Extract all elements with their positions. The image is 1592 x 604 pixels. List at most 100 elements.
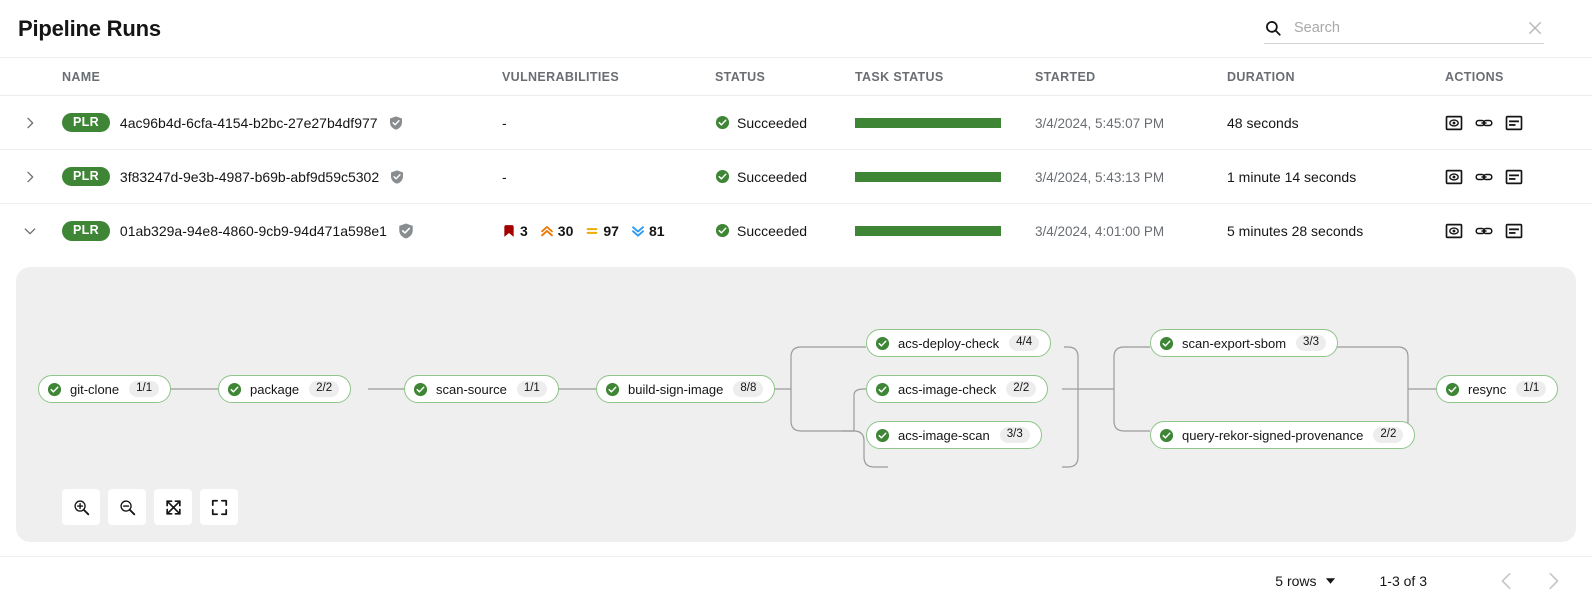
graph-node-build-sign-image[interactable]: build-sign-image 8/8	[596, 375, 776, 403]
zoom-in-button[interactable]	[62, 489, 100, 525]
run-type-badge: PLR	[62, 166, 110, 187]
row-vulnerabilities-cell: 3 30 97 81	[502, 204, 715, 258]
column-header-vulnerabilities: VULNERABILITIES	[502, 57, 715, 96]
copy-link-action[interactable]	[1475, 114, 1493, 132]
pagination-prev-button[interactable]	[1496, 570, 1518, 592]
row-actions-cell	[1445, 149, 1592, 204]
close-icon[interactable]	[1526, 19, 1544, 37]
row-actions-cell	[1445, 204, 1592, 258]
row-task-status-cell	[855, 95, 1035, 150]
graph-node-label: scan-source	[436, 381, 507, 397]
rows-per-page-select[interactable]: 5 rows	[1275, 573, 1335, 589]
graph-node-label: build-sign-image	[628, 381, 724, 397]
graph-node-count: 2/2	[1373, 427, 1404, 443]
table-row[interactable]: PLR 3f83247d-9e3b-4987-b69b-abf9d59c5302 -…	[0, 149, 1592, 204]
task-status-bar	[855, 117, 1001, 128]
chevron-down-icon[interactable]	[22, 223, 38, 239]
row-duration-cell: 5 minutes 28 seconds	[1227, 204, 1445, 258]
vulnerability-count: 3	[520, 222, 528, 239]
graph-node-query-rekor-signed-provenance[interactable]: query-rekor-signed-provenance 2/2	[1150, 421, 1416, 449]
row-status-cell: Succeeded	[715, 95, 855, 150]
column-header-status: STATUS	[715, 57, 855, 96]
view-details-action[interactable]	[1505, 114, 1523, 132]
row-duration-cell: 48 seconds	[1227, 95, 1445, 150]
pagination-range: 1-3 of 3	[1379, 572, 1427, 589]
graph-node-label: query-rekor-signed-provenance	[1182, 427, 1364, 443]
run-name-link[interactable]: 4ac96b4d-6cfa-4154-b2bc-27e27b4df977	[119, 114, 378, 131]
fit-to-screen-button[interactable]	[154, 489, 192, 525]
vulnerability-critical: 3	[502, 223, 528, 239]
chevron-right-icon[interactable]	[22, 169, 38, 185]
column-header-duration: DURATION	[1227, 57, 1445, 96]
view-logs-action[interactable]	[1445, 114, 1463, 132]
check-circle-icon	[605, 382, 620, 397]
page-header: Pipeline Runs	[0, 0, 1592, 57]
row-task-status-cell	[855, 149, 1035, 204]
row-started-cell: 3/4/2024, 4:01:00 PM	[1035, 204, 1227, 258]
graph-node-count: 4/4	[1009, 335, 1040, 351]
row-expand-cell[interactable]	[0, 149, 62, 204]
check-circle-icon	[47, 382, 62, 397]
row-vulnerabilities-cell: -	[502, 149, 715, 204]
shield-check-icon	[397, 222, 415, 240]
search-box[interactable]	[1264, 12, 1544, 44]
graph-node-acs-deploy-check[interactable]: acs-deploy-check 4/4	[866, 329, 1052, 357]
zoom-out-button[interactable]	[108, 489, 146, 525]
check-circle-icon	[227, 382, 242, 397]
task-status-bar	[855, 171, 1001, 182]
duration-value: 48 seconds	[1227, 114, 1299, 131]
reset-view-button[interactable]	[200, 489, 238, 525]
row-expand-cell[interactable]	[0, 204, 62, 258]
status-label: Succeeded	[737, 114, 808, 131]
copy-link-action[interactable]	[1475, 168, 1493, 186]
row-status-cell: Succeeded	[715, 204, 855, 258]
check-circle-icon	[715, 115, 730, 130]
graph-node-count: 1/1	[516, 381, 547, 397]
vulnerability-count: 97	[603, 222, 619, 239]
check-circle-icon	[875, 336, 890, 351]
table-header-row: NAME VULNERABILITIES STATUS TASK STATUS …	[0, 57, 1592, 96]
run-name-link[interactable]: 3f83247d-9e3b-4987-b69b-abf9d59c5302	[119, 168, 380, 185]
graph-node-count: 1/1	[1516, 381, 1547, 397]
check-circle-icon	[875, 428, 890, 443]
duration-value: 1 minute 14 seconds	[1227, 168, 1357, 185]
shield-check-icon	[388, 115, 404, 131]
column-header-name: NAME	[62, 57, 502, 96]
table-footer: 5 rows 1-3 of 3	[0, 556, 1592, 604]
duration-value: 5 minutes 28 seconds	[1227, 222, 1364, 239]
row-name-cell: PLR 3f83247d-9e3b-4987-b69b-abf9d59c5302	[62, 149, 502, 204]
graph-node-scan-source[interactable]: scan-source 1/1	[404, 375, 559, 403]
graph-node-count: 1/1	[129, 381, 160, 397]
graph-node-count: 3/3	[1296, 335, 1327, 351]
view-details-action[interactable]	[1505, 222, 1523, 240]
pagination-next-button[interactable]	[1542, 570, 1564, 592]
graph-node-count: 8/8	[733, 381, 764, 397]
vulnerability-important: 30	[540, 223, 573, 239]
copy-link-action[interactable]	[1475, 222, 1493, 240]
search-input[interactable]	[1294, 19, 1526, 36]
row-started-cell: 3/4/2024, 5:43:13 PM	[1035, 149, 1227, 204]
graph-node-label: acs-deploy-check	[898, 335, 1000, 351]
vulnerability-low: 81	[631, 223, 665, 239]
check-circle-icon	[715, 223, 730, 238]
row-expand-cell[interactable]	[0, 95, 62, 150]
run-name-link[interactable]: 01ab329a-94e8-4860-9cb9-94d471a598e1	[119, 222, 387, 239]
view-logs-action[interactable]	[1445, 168, 1463, 186]
view-logs-action[interactable]	[1445, 222, 1463, 240]
graph-connectors	[162, 346, 1436, 468]
task-status-bar	[855, 225, 1001, 236]
view-details-action[interactable]	[1505, 168, 1523, 186]
chevron-right-icon[interactable]	[22, 115, 38, 131]
column-header-task-status: TASK STATUS	[855, 57, 1035, 96]
started-timestamp: 3/4/2024, 5:45:07 PM	[1035, 115, 1165, 131]
